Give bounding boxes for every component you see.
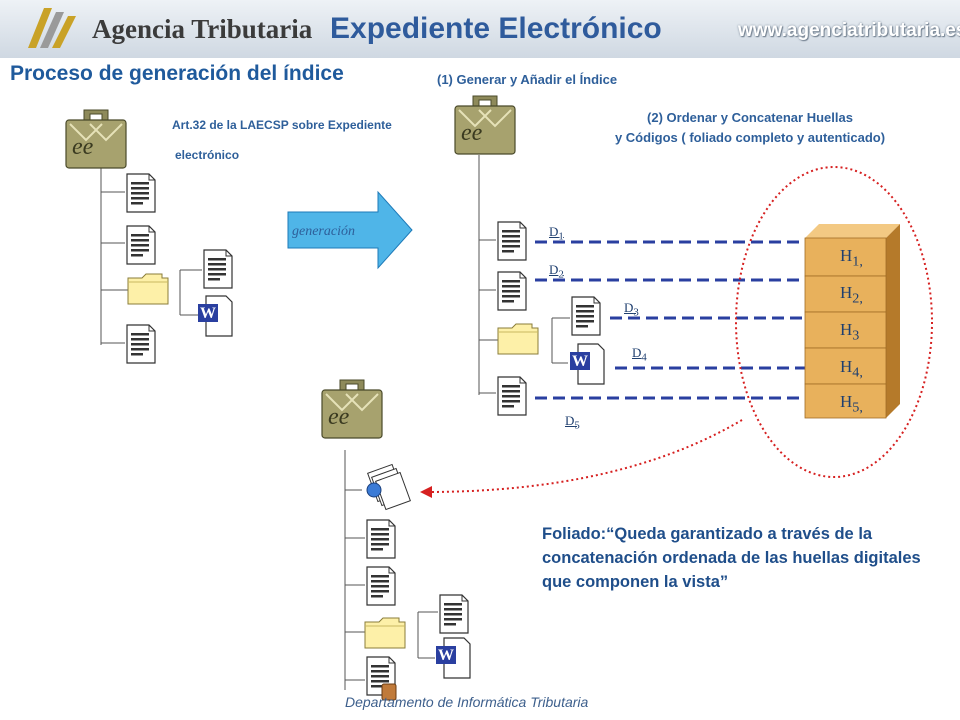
hash-label-h2: H2, bbox=[840, 283, 863, 307]
hash-label-h1: H1, bbox=[840, 246, 863, 270]
law-reference-line-2: electrónico bbox=[175, 148, 240, 162]
hash-stack bbox=[804, 224, 900, 419]
hash-label-h4: H4, bbox=[840, 357, 863, 381]
document-icon bbox=[366, 566, 396, 606]
word-document-icon bbox=[197, 295, 233, 337]
page-title: Expediente Electrónico bbox=[330, 12, 662, 45]
step-2-line-1: (2) Ordenar y Concatenar Huellas bbox=[647, 110, 853, 125]
document-icon bbox=[203, 249, 233, 289]
folder-label: ee bbox=[328, 404, 350, 430]
slide-subtitle: Proceso de generación del índice bbox=[10, 62, 344, 85]
folder-label: ee bbox=[72, 134, 94, 160]
document-icon bbox=[571, 296, 601, 336]
hash-highlight-ellipse bbox=[735, 166, 933, 478]
folder-label: ee bbox=[461, 120, 483, 146]
document-icon bbox=[497, 376, 527, 416]
brand-name: Agencia Tributaria bbox=[92, 14, 313, 44]
document-icon bbox=[126, 173, 156, 213]
document-label-d3: D3 bbox=[624, 300, 639, 319]
word-document-icon bbox=[435, 637, 471, 679]
document-label-d4: D4 bbox=[632, 345, 647, 364]
svg-text:generación: generación bbox=[292, 224, 355, 239]
document-icon bbox=[126, 324, 156, 364]
foliado-pointer-arrow bbox=[420, 419, 743, 498]
folder-icon bbox=[497, 323, 539, 355]
foliado-description: Foliado:“Queda garantizado a través de l… bbox=[542, 525, 921, 591]
step-1-label: (1) Generar y Añadir el Índice bbox=[437, 72, 618, 87]
document-label-d1: D1 bbox=[549, 224, 564, 243]
website-link[interactable]: www.agenciatributaria.es bbox=[738, 20, 960, 41]
document-icon bbox=[497, 271, 527, 311]
header-bar bbox=[0, 0, 960, 58]
source-expediente-tree bbox=[100, 165, 202, 345]
law-reference-line-1: Art.32 de la LAECSP sobre Expediente bbox=[172, 118, 392, 132]
document-icon bbox=[497, 221, 527, 261]
index-document-icon bbox=[366, 463, 411, 511]
indexed-expediente-tree bbox=[478, 155, 570, 395]
agencia-tributaria-logo bbox=[28, 8, 76, 48]
foliated-expediente-tree bbox=[344, 450, 438, 690]
word-document-icon bbox=[569, 343, 605, 385]
hash-label-h5: H5, bbox=[840, 392, 863, 416]
folder-icon bbox=[127, 273, 169, 305]
step-2-line-2: y Códigos ( foliado completo y autentica… bbox=[614, 130, 886, 145]
hash-link-lines bbox=[535, 240, 805, 400]
document-label-d5: D5 bbox=[565, 413, 580, 432]
step-2-label: (2) Ordenar y Concatenar Huellas y Códig… bbox=[560, 108, 940, 148]
hash-label-h3: H3 bbox=[840, 320, 860, 344]
folder-icon bbox=[364, 617, 406, 649]
footer-department: Departamento de Informática Tributaria bbox=[345, 694, 589, 710]
document-icon bbox=[126, 225, 156, 265]
generation-arrow-icon bbox=[287, 190, 413, 270]
document-icon bbox=[439, 594, 469, 634]
generation-label: generación bbox=[292, 224, 355, 239]
document-label-d2: D2 bbox=[549, 262, 564, 281]
document-icon bbox=[366, 519, 396, 559]
signed-index-document-icon bbox=[366, 656, 397, 701]
